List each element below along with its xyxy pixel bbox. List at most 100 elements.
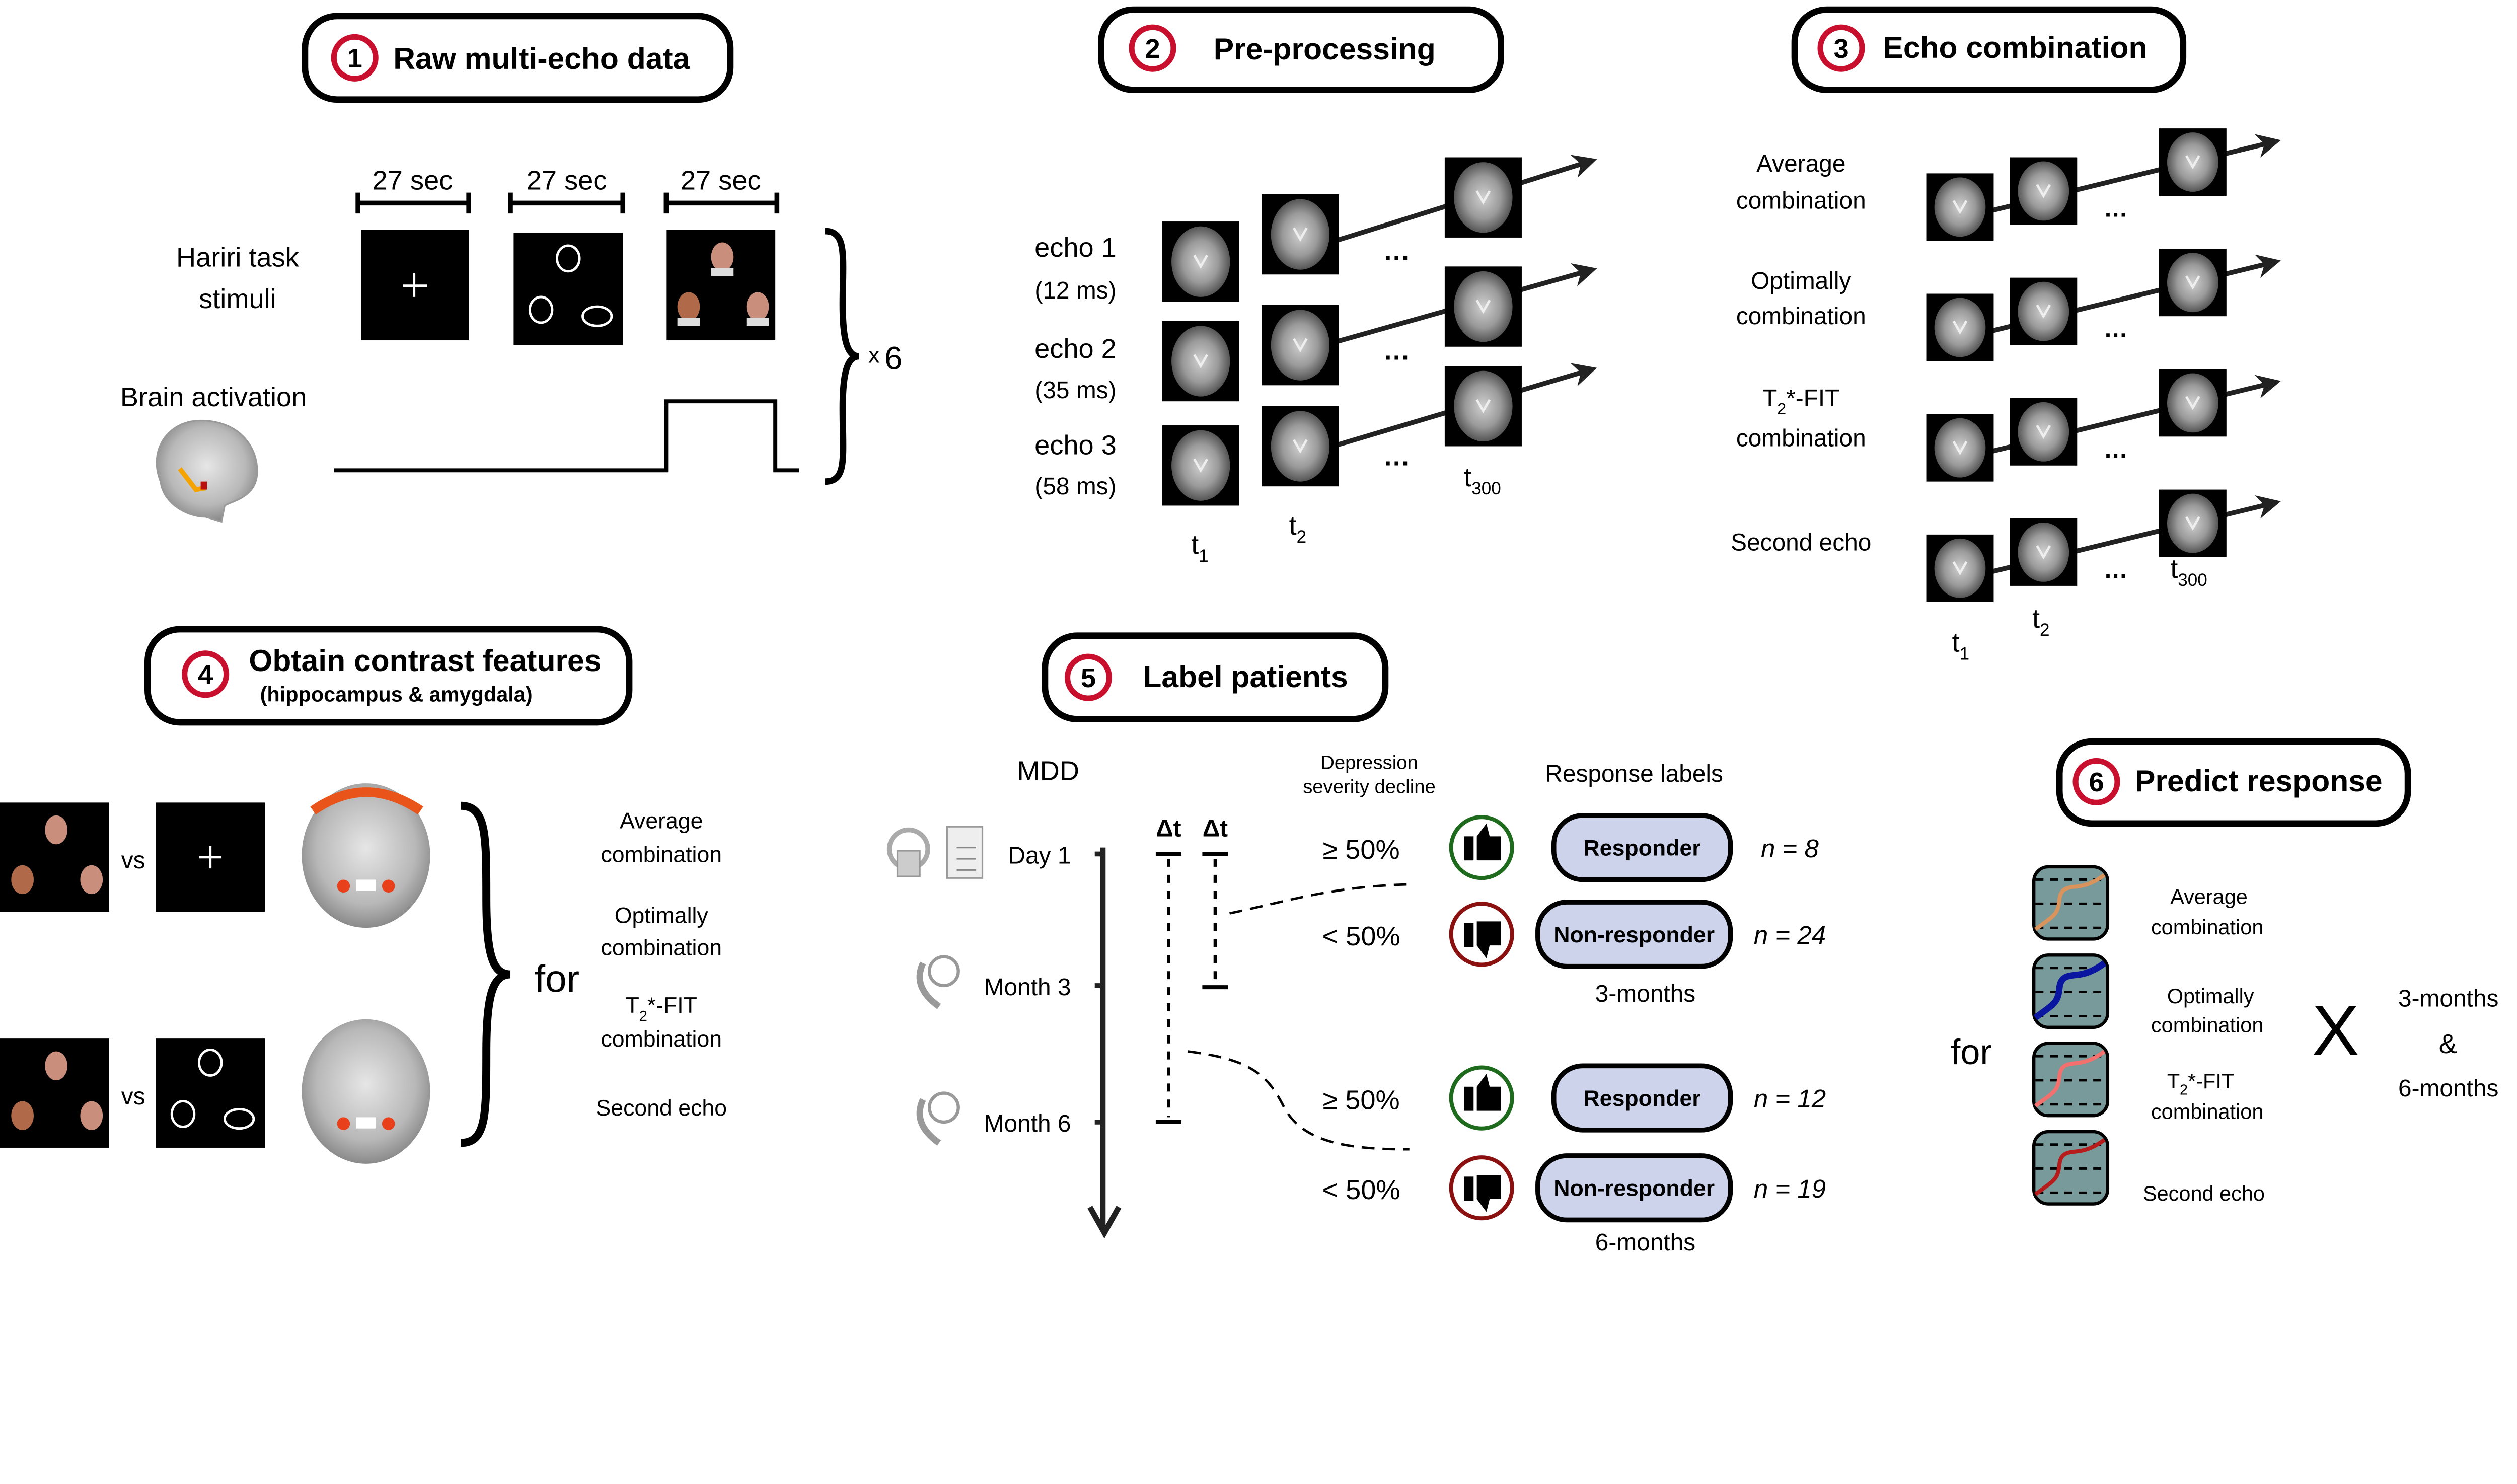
mri-slice-image	[2010, 398, 2078, 466]
threshold-label: ≥ 50%	[1322, 1085, 1399, 1115]
model-label: Optimally	[2167, 984, 2254, 1008]
ellipsis: …	[1383, 236, 1410, 266]
horizon-label: 3-months	[2398, 985, 2498, 1012]
repeat-brace	[825, 228, 859, 485]
step-title: Label patients	[1143, 659, 1348, 694]
step1-title-box: 1 Raw multi-echo data	[302, 13, 734, 103]
vs-label: vs	[121, 1083, 145, 1110]
step2-title-box: 2 Pre-processing	[1098, 6, 1504, 93]
step1-panel: 1 Raw multi-echo data 27 sec 27 sec 27 s…	[120, 13, 902, 523]
delta-t-label: Δt	[1156, 815, 1181, 842]
step-number-ring	[1817, 24, 1865, 72]
step4-title-box: 4 Obtain contrast features (hippocampus …	[144, 626, 633, 726]
horizon-label: 6-months	[2398, 1075, 2498, 1102]
model-label: Average	[2170, 884, 2248, 908]
time-label: t300	[2170, 554, 2207, 590]
for-label: for	[535, 958, 579, 1001]
coronal-brain-activation-map	[302, 1019, 430, 1164]
faces-stimulus	[0, 1038, 109, 1148]
step6-title-box: 6 Predict response	[2056, 738, 2411, 827]
mri-slice-image	[1262, 406, 1339, 487]
shapes-stimulus	[156, 1038, 265, 1148]
ellipsis: …	[1383, 441, 1410, 472]
badge-label: Responder	[1584, 836, 1701, 861]
thumbs-up-icon	[1449, 815, 1514, 880]
mri-slice-image	[1444, 157, 1522, 238]
threshold-label: < 50%	[1322, 1175, 1400, 1205]
model-label: combination	[2151, 1100, 2263, 1124]
mri-slice-image	[2010, 157, 2078, 225]
mri-slice-image	[2159, 249, 2227, 317]
mri-slice-image	[1162, 221, 1239, 302]
step-number: 5	[1081, 663, 1096, 693]
mri-slice-image	[1926, 173, 1994, 241]
cross-product-symbol: X	[2312, 991, 2359, 1070]
step5-panel: 5 Label patients MDD Depression severity…	[886, 632, 1826, 1256]
method-label: Optimally	[615, 904, 709, 928]
repeat-x: x	[868, 343, 879, 368]
model-label: combination	[2151, 915, 2263, 939]
pipeline-diagram: 1 Raw multi-echo data 27 sec 27 sec 27 s…	[0, 6, 2498, 1256]
time-label: t1	[1191, 530, 1209, 566]
timeline-arrow	[1087, 847, 1122, 1239]
activation-signal	[334, 399, 800, 473]
mri-slice-image	[1162, 425, 1239, 506]
mri-scanner-icon	[886, 827, 930, 877]
contrast-brace	[460, 801, 511, 1147]
mri-slice-image	[1444, 366, 1522, 447]
mri-slice-image	[1926, 293, 1994, 361]
mri-slice-image	[2010, 277, 2078, 345]
split-line-6m	[1188, 1050, 1410, 1151]
response-row: ≥ 50% Responder n = 12	[1322, 1063, 1826, 1133]
period-label: 6-months	[1595, 1229, 1695, 1256]
mri-slice-image	[2159, 128, 2227, 196]
model-curve-icon	[2032, 1042, 2110, 1118]
timepoint-label: Month 3	[984, 974, 1071, 1001]
responder-badge: Responder	[1551, 1063, 1733, 1133]
step-number-ring	[2072, 758, 2120, 805]
method-label: combination	[601, 842, 722, 867]
step-title: Pre-processing	[1214, 32, 1436, 66]
step-title: Raw multi-echo data	[393, 41, 690, 76]
ellipsis: …	[2104, 195, 2128, 222]
thumbs-down-icon	[1449, 902, 1514, 967]
model-label: Second echo	[2143, 1181, 2265, 1205]
timepoint-label: Day 1	[1008, 843, 1071, 869]
mri-slice-image	[2159, 489, 2227, 557]
activation-label: Brain activation	[120, 382, 307, 412]
echo-name: echo 3	[1034, 430, 1117, 460]
faces-stimulus	[666, 229, 776, 341]
stimuli-label: Hariri task	[176, 242, 300, 272]
phone-call-icon	[916, 955, 960, 1009]
faces-stimulus	[0, 802, 109, 912]
period-label: 3-months	[1595, 981, 1695, 1007]
method-label: Average	[620, 808, 703, 833]
step4-panel: 4 Obtain contrast features (hippocampus …	[0, 626, 727, 1164]
step6-panel: 6 Predict response for Average combinati…	[1951, 738, 2498, 1206]
step-number-ring	[331, 34, 379, 82]
step-number: 6	[2089, 767, 2104, 797]
delta-t-label: Δt	[1203, 815, 1228, 842]
labels-header: Response labels	[1545, 761, 1723, 787]
step-title: Obtain contrast features	[249, 643, 601, 678]
ellipsis: …	[1383, 335, 1410, 365]
block-duration: 27 sec	[681, 165, 761, 195]
non-responder-badge: Non-responder	[1535, 1153, 1733, 1223]
split-line-3m	[1229, 883, 1410, 915]
echo-name: echo 2	[1034, 334, 1117, 364]
face-image	[711, 242, 734, 276]
method-label: Optimally	[1751, 268, 1851, 294]
sample-size: n = 8	[1761, 834, 1819, 863]
sagittal-brain-image	[156, 419, 258, 523]
step3-panel: 3 Echo combination Average combination O…	[1731, 6, 2281, 664]
step-number-ring	[182, 650, 230, 698]
method-label: combination	[1736, 188, 1866, 214]
sample-size: n = 12	[1754, 1084, 1826, 1113]
block-duration: 27 sec	[527, 165, 607, 195]
combined-volume-series	[1926, 128, 2281, 602]
step-subtitle: (hippocampus & amygdala)	[260, 682, 533, 706]
method-label: Second echo	[596, 1096, 727, 1121]
